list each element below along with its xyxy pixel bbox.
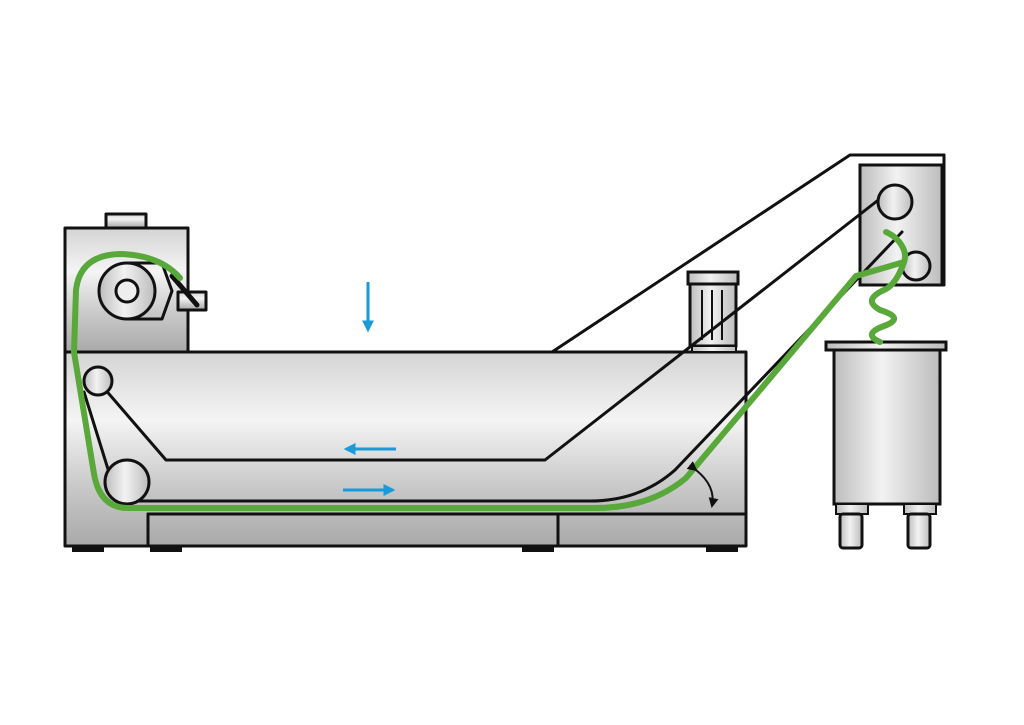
drive-roller-guard bbox=[125, 261, 174, 321]
tank-foot bbox=[72, 546, 104, 552]
bin-wheel bbox=[906, 512, 932, 550]
filter-belt bbox=[71, 229, 908, 511]
inner-loop-lower bbox=[128, 230, 904, 503]
tank-roller-bottom bbox=[103, 458, 151, 506]
tank-foot bbox=[522, 546, 554, 552]
inner-conveyor-loop bbox=[82, 192, 904, 503]
inner-loop-upper bbox=[95, 192, 888, 462]
angle-indicator-icon bbox=[590, 461, 719, 515]
tank-foot bbox=[150, 546, 182, 552]
bin-wheel bbox=[838, 512, 864, 550]
tank-roller-top bbox=[82, 365, 114, 397]
motor-cap bbox=[686, 270, 740, 286]
drive-roller-hub bbox=[114, 278, 140, 304]
conveyor-motor bbox=[686, 270, 740, 353]
collection-bin bbox=[824, 340, 948, 550]
inner-loop-left bbox=[82, 390, 114, 484]
housing-top-cap bbox=[104, 212, 148, 230]
bin-body bbox=[832, 348, 942, 506]
head-roller bbox=[876, 183, 914, 221]
drive-scraper bbox=[169, 273, 200, 308]
rollers bbox=[82, 183, 932, 506]
motor-base bbox=[691, 345, 737, 353]
tank-foot bbox=[706, 546, 738, 552]
